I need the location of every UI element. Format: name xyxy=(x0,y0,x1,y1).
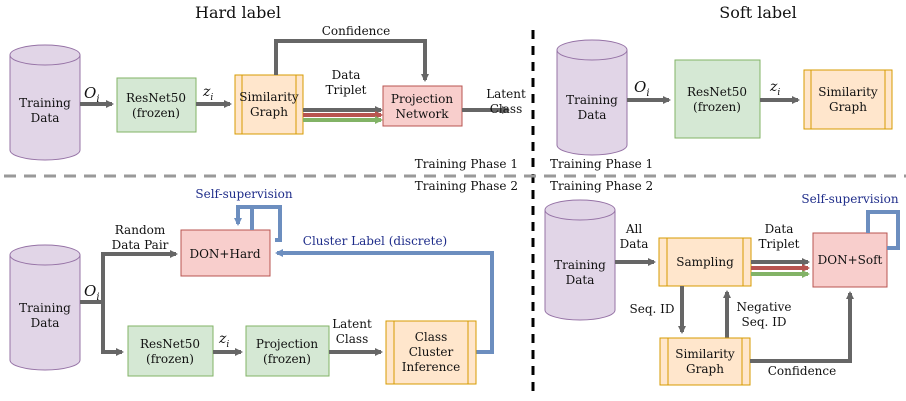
latent-class-label: Latent xyxy=(332,317,372,331)
projection-frozen-label: Projection xyxy=(256,337,318,351)
hard-p2-resnet-box: ResNet50 (frozen) xyxy=(127,325,214,377)
hard-phase1-label: Training Phase 1 xyxy=(415,157,518,171)
negative-seq-id-label: Negative xyxy=(737,300,792,314)
negative-seq-id-label: Seq. ID xyxy=(742,315,787,329)
class-cluster-label: Cluster xyxy=(409,345,454,359)
hard-p2-don-hard-box: DON+Hard xyxy=(180,229,271,277)
training-data-label: Data xyxy=(566,273,595,287)
confidence-label: Confidence xyxy=(322,24,390,38)
hard-p1-similarity-graph-box: Similarity Graph xyxy=(234,74,304,135)
soft-p1-similarity-graph-box: Similarity Graph xyxy=(803,69,893,130)
self-supervision-arrow xyxy=(234,205,280,226)
resnet-label: ResNet50 xyxy=(140,337,200,351)
cluster-label-text: Cluster Label (discrete) xyxy=(303,234,447,248)
soft-confidence-arrow xyxy=(750,291,854,363)
all-data-label: Data xyxy=(620,237,649,251)
projection-network-label: Projection xyxy=(391,92,453,106)
resnet-label: (frozen) xyxy=(132,106,180,120)
resnet-label: ResNet50 xyxy=(126,91,186,105)
hard-p1-resnet-box: ResNet50 (frozen) xyxy=(116,77,197,133)
hard-p2-projection-frozen-box: Projection (frozen) xyxy=(245,325,330,377)
resnet-label: (frozen) xyxy=(693,100,741,114)
hard-p1-training-data: Training Data xyxy=(9,44,81,161)
sampling-label: Sampling xyxy=(676,255,734,269)
similarity-graph-label: Similarity xyxy=(239,90,299,104)
soft-phase2-label: Training Phase 2 xyxy=(550,179,653,193)
random-data-pair-label: Random xyxy=(115,223,166,237)
z-i-label: zi xyxy=(202,84,213,103)
z-i-label-soft: zi xyxy=(769,79,780,98)
training-data-label: Training xyxy=(554,258,606,272)
cluster-label-arrow xyxy=(275,249,494,354)
soft-p2-training-data: Training Data xyxy=(544,199,616,321)
projection-frozen-label: (frozen) xyxy=(263,352,311,366)
soft-phase1-label: Training Phase 1 xyxy=(550,157,653,171)
soft-self-supervision-loop xyxy=(866,210,900,250)
hard-p2-class-cluster-inference-box: Class Cluster Inference xyxy=(385,320,477,385)
hard-label-header: Hard label xyxy=(195,3,281,22)
latent-class-label: Latent xyxy=(486,87,526,101)
soft-p1-training-data: Training Data xyxy=(556,39,628,156)
soft-p2-don-soft-box: DON+Soft xyxy=(812,232,888,288)
data-triplet-label: Data xyxy=(332,68,361,82)
resnet-label: (frozen) xyxy=(146,352,194,366)
projection-network-label: Network xyxy=(396,107,450,121)
soft-label-header: Soft label xyxy=(719,3,797,22)
data-triplet-label: Triplet xyxy=(325,83,366,97)
training-data-label: Data xyxy=(578,108,607,122)
soft-confidence-label: Confidence xyxy=(768,364,836,378)
training-data-label: Training xyxy=(19,96,71,110)
similarity-graph-label: Graph xyxy=(250,105,288,119)
hard-p1-projection-network-box: Projection Network xyxy=(382,85,463,127)
similarity-graph-label: Similarity xyxy=(675,347,735,361)
soft-self-supervision-label: Self-supervision xyxy=(801,192,898,206)
data-triplet-label: Triplet xyxy=(758,237,799,251)
arrow-to-don-hard xyxy=(101,250,178,302)
class-cluster-label: Class xyxy=(415,330,448,344)
class-cluster-label: Inference xyxy=(402,360,460,374)
self-supervision-label: Self-supervision xyxy=(195,187,292,201)
confidence-arrow xyxy=(274,39,429,82)
soft-p2-sampling-box: Sampling xyxy=(658,237,752,287)
training-data-label: Training xyxy=(19,301,71,315)
hard-p2-training-data: Training Data xyxy=(9,244,81,371)
o-i-label: Oi xyxy=(84,84,100,105)
data-triplet-label: Data xyxy=(765,222,794,236)
don-soft-label: DON+Soft xyxy=(818,253,883,267)
o-i-label-phase2: Oi xyxy=(84,282,100,303)
seq-id-label: Seq. ID xyxy=(630,302,675,316)
training-data-label: Training xyxy=(566,93,618,107)
training-data-label: Data xyxy=(31,316,60,330)
soft-p2-similarity-graph-box: Similarity Graph xyxy=(659,337,751,386)
similarity-graph-label: Graph xyxy=(686,362,724,376)
similarity-graph-label: Similarity xyxy=(818,85,878,99)
random-data-pair-label: Data Pair xyxy=(112,238,169,252)
don-hard-label: DON+Hard xyxy=(189,247,260,261)
latent-class-label: Class xyxy=(490,102,523,116)
o-i-label-soft: Oi xyxy=(634,78,650,99)
latent-class-label: Class xyxy=(336,332,369,346)
z-i-label-phase2: zi xyxy=(218,331,229,350)
hard-phase2-label: Training Phase 2 xyxy=(415,179,518,193)
training-data-label: Data xyxy=(31,111,60,125)
similarity-graph-label: Graph xyxy=(829,100,867,114)
arrow-to-resnet-p2 xyxy=(101,302,124,356)
resnet-label: ResNet50 xyxy=(687,85,747,99)
soft-p1-resnet-box: ResNet50 (frozen) xyxy=(674,59,761,139)
all-data-label: All xyxy=(625,222,643,236)
